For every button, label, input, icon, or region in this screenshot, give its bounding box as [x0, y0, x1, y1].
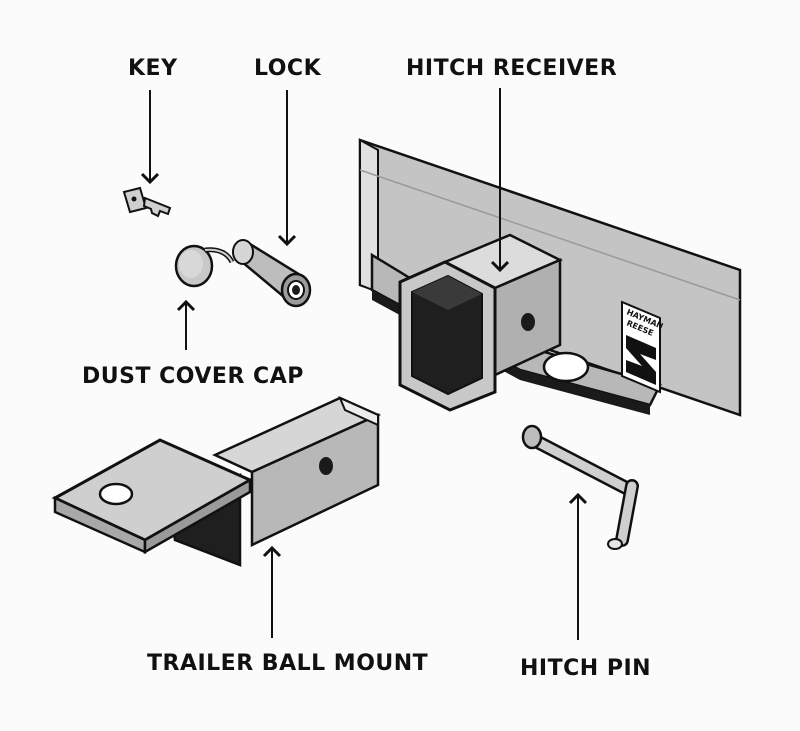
dust-cover-cap-illustration [174, 244, 235, 288]
key-illustration [122, 186, 172, 218]
leader-arrows [140, 88, 588, 640]
label-dust-cover-cap: DUST COVER CAP [82, 364, 304, 389]
label-hitch-pin: HITCH PIN [520, 656, 652, 681]
label-trailer-ball-mount: TRAILER BALL MOUNT [147, 651, 429, 676]
label-lock: LOCK [254, 56, 322, 81]
label-key: KEY [128, 56, 178, 81]
hayman-reese-logo: HAYMAN REESE [621, 300, 664, 394]
hitch-receiver-tube [398, 233, 563, 412]
label-hitch-receiver: HITCH RECEIVER [406, 56, 618, 81]
trailer-ball-mount-illustration [51, 396, 382, 567]
hitch-pin-illustration [521, 424, 639, 550]
lock-illustration [232, 239, 312, 308]
